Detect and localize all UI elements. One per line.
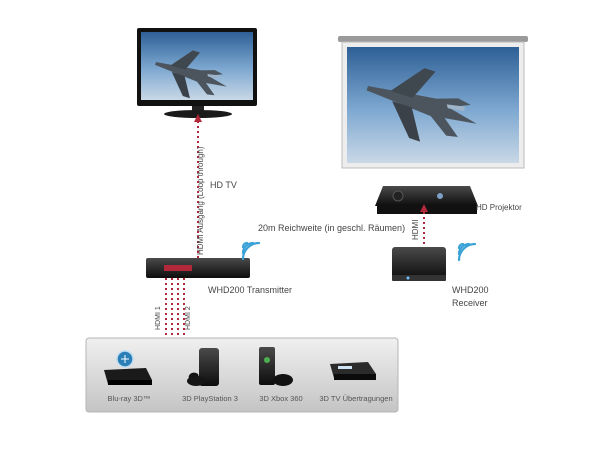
hd-tv [137,28,257,118]
hd-projector-label: HD Projektor [476,203,522,212]
hdmi-1-label: HDMI 1 [155,306,162,330]
receiver-label-line1: WHD200 [452,285,489,295]
cables [165,120,425,340]
hdmi-receiver-label: HDMI [411,219,420,240]
receiver-body [392,247,446,279]
source-label-ps3: 3D PlayStation 3 [182,394,238,403]
source-label-tv: 3D TV Übertragungen [319,394,393,403]
whd200-transmitter [146,258,250,278]
hd-tv-label: HD TV [210,180,237,190]
playstation-3-icon [187,348,219,386]
projector-light [437,193,443,199]
tv-receiver-icon [330,362,376,380]
projector-lens [392,190,404,202]
source-label-xbox: 3D Xbox 360 [259,394,303,403]
projection-screen [338,36,528,169]
transmitter-ports [164,265,192,271]
source-panel [85,337,399,413]
hd-projector [375,186,478,214]
tv-neck [192,106,204,112]
arrow-to-tv [194,114,202,122]
hdmi-2-label: HDMI 2 [185,306,192,330]
hdmi-loop-label: HDMI Ausgang (Loop through) [196,146,205,255]
projector-base [377,204,477,214]
projector-body [375,186,478,206]
blu-ray-player-icon [104,350,152,385]
transmitter-body [146,258,250,278]
source-label-blu-ray: Blu-ray 3D™ [107,394,151,403]
wifi-icon-transmitter [241,241,261,261]
screen-roller [338,36,528,42]
source-panel-bg [85,337,399,413]
arrow-to-projector [420,204,428,212]
wifi-icon-receiver [457,242,477,262]
transmitter-label: WHD200 Transmitter [208,285,293,295]
receiver-led [406,276,410,280]
receiver-label-line2: Receiver [452,298,488,308]
whd200-receiver [392,247,446,281]
xbox-360-icon [259,347,293,386]
range-label: 20m Reichweite (in geschl. Räumen) [258,223,406,233]
tv-screen [141,32,253,100]
receiver-front [392,275,446,281]
